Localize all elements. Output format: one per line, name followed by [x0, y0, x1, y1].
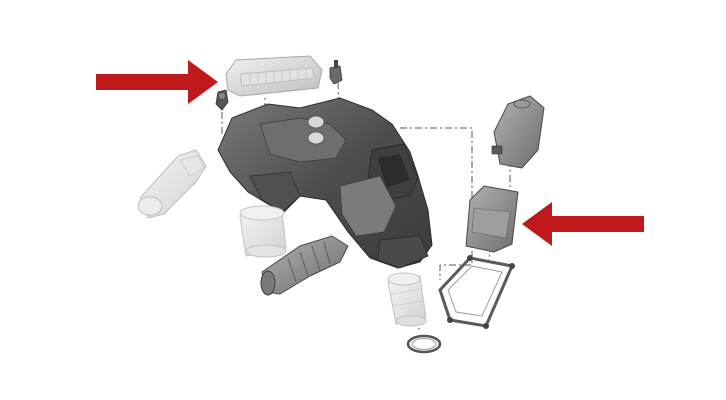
- hose-clamp-ring: [406, 334, 442, 354]
- corrugated-intake-hose: [260, 235, 349, 296]
- upper-hose-sleeve: [239, 205, 287, 258]
- callout-arrow-right: [522, 202, 644, 246]
- leader-line-housing-to-cartridge: [400, 127, 473, 280]
- air-filter-element-top: [225, 55, 323, 97]
- left-intake-duct: [137, 149, 207, 219]
- filter-cartridge-right: [465, 185, 519, 253]
- left-pointing-arrow-icon: [522, 202, 644, 246]
- callout-arrow-left: [96, 60, 218, 104]
- outlet-sleeve: [387, 272, 427, 327]
- upper-sensor-bracket: [215, 89, 229, 111]
- right-sensor-clip: [329, 60, 343, 85]
- right-pointing-arrow-icon: [96, 60, 218, 104]
- intake-housing-main: [217, 97, 433, 269]
- resonator-top-right: [491, 95, 545, 169]
- filter-frame-gasket: [438, 255, 515, 329]
